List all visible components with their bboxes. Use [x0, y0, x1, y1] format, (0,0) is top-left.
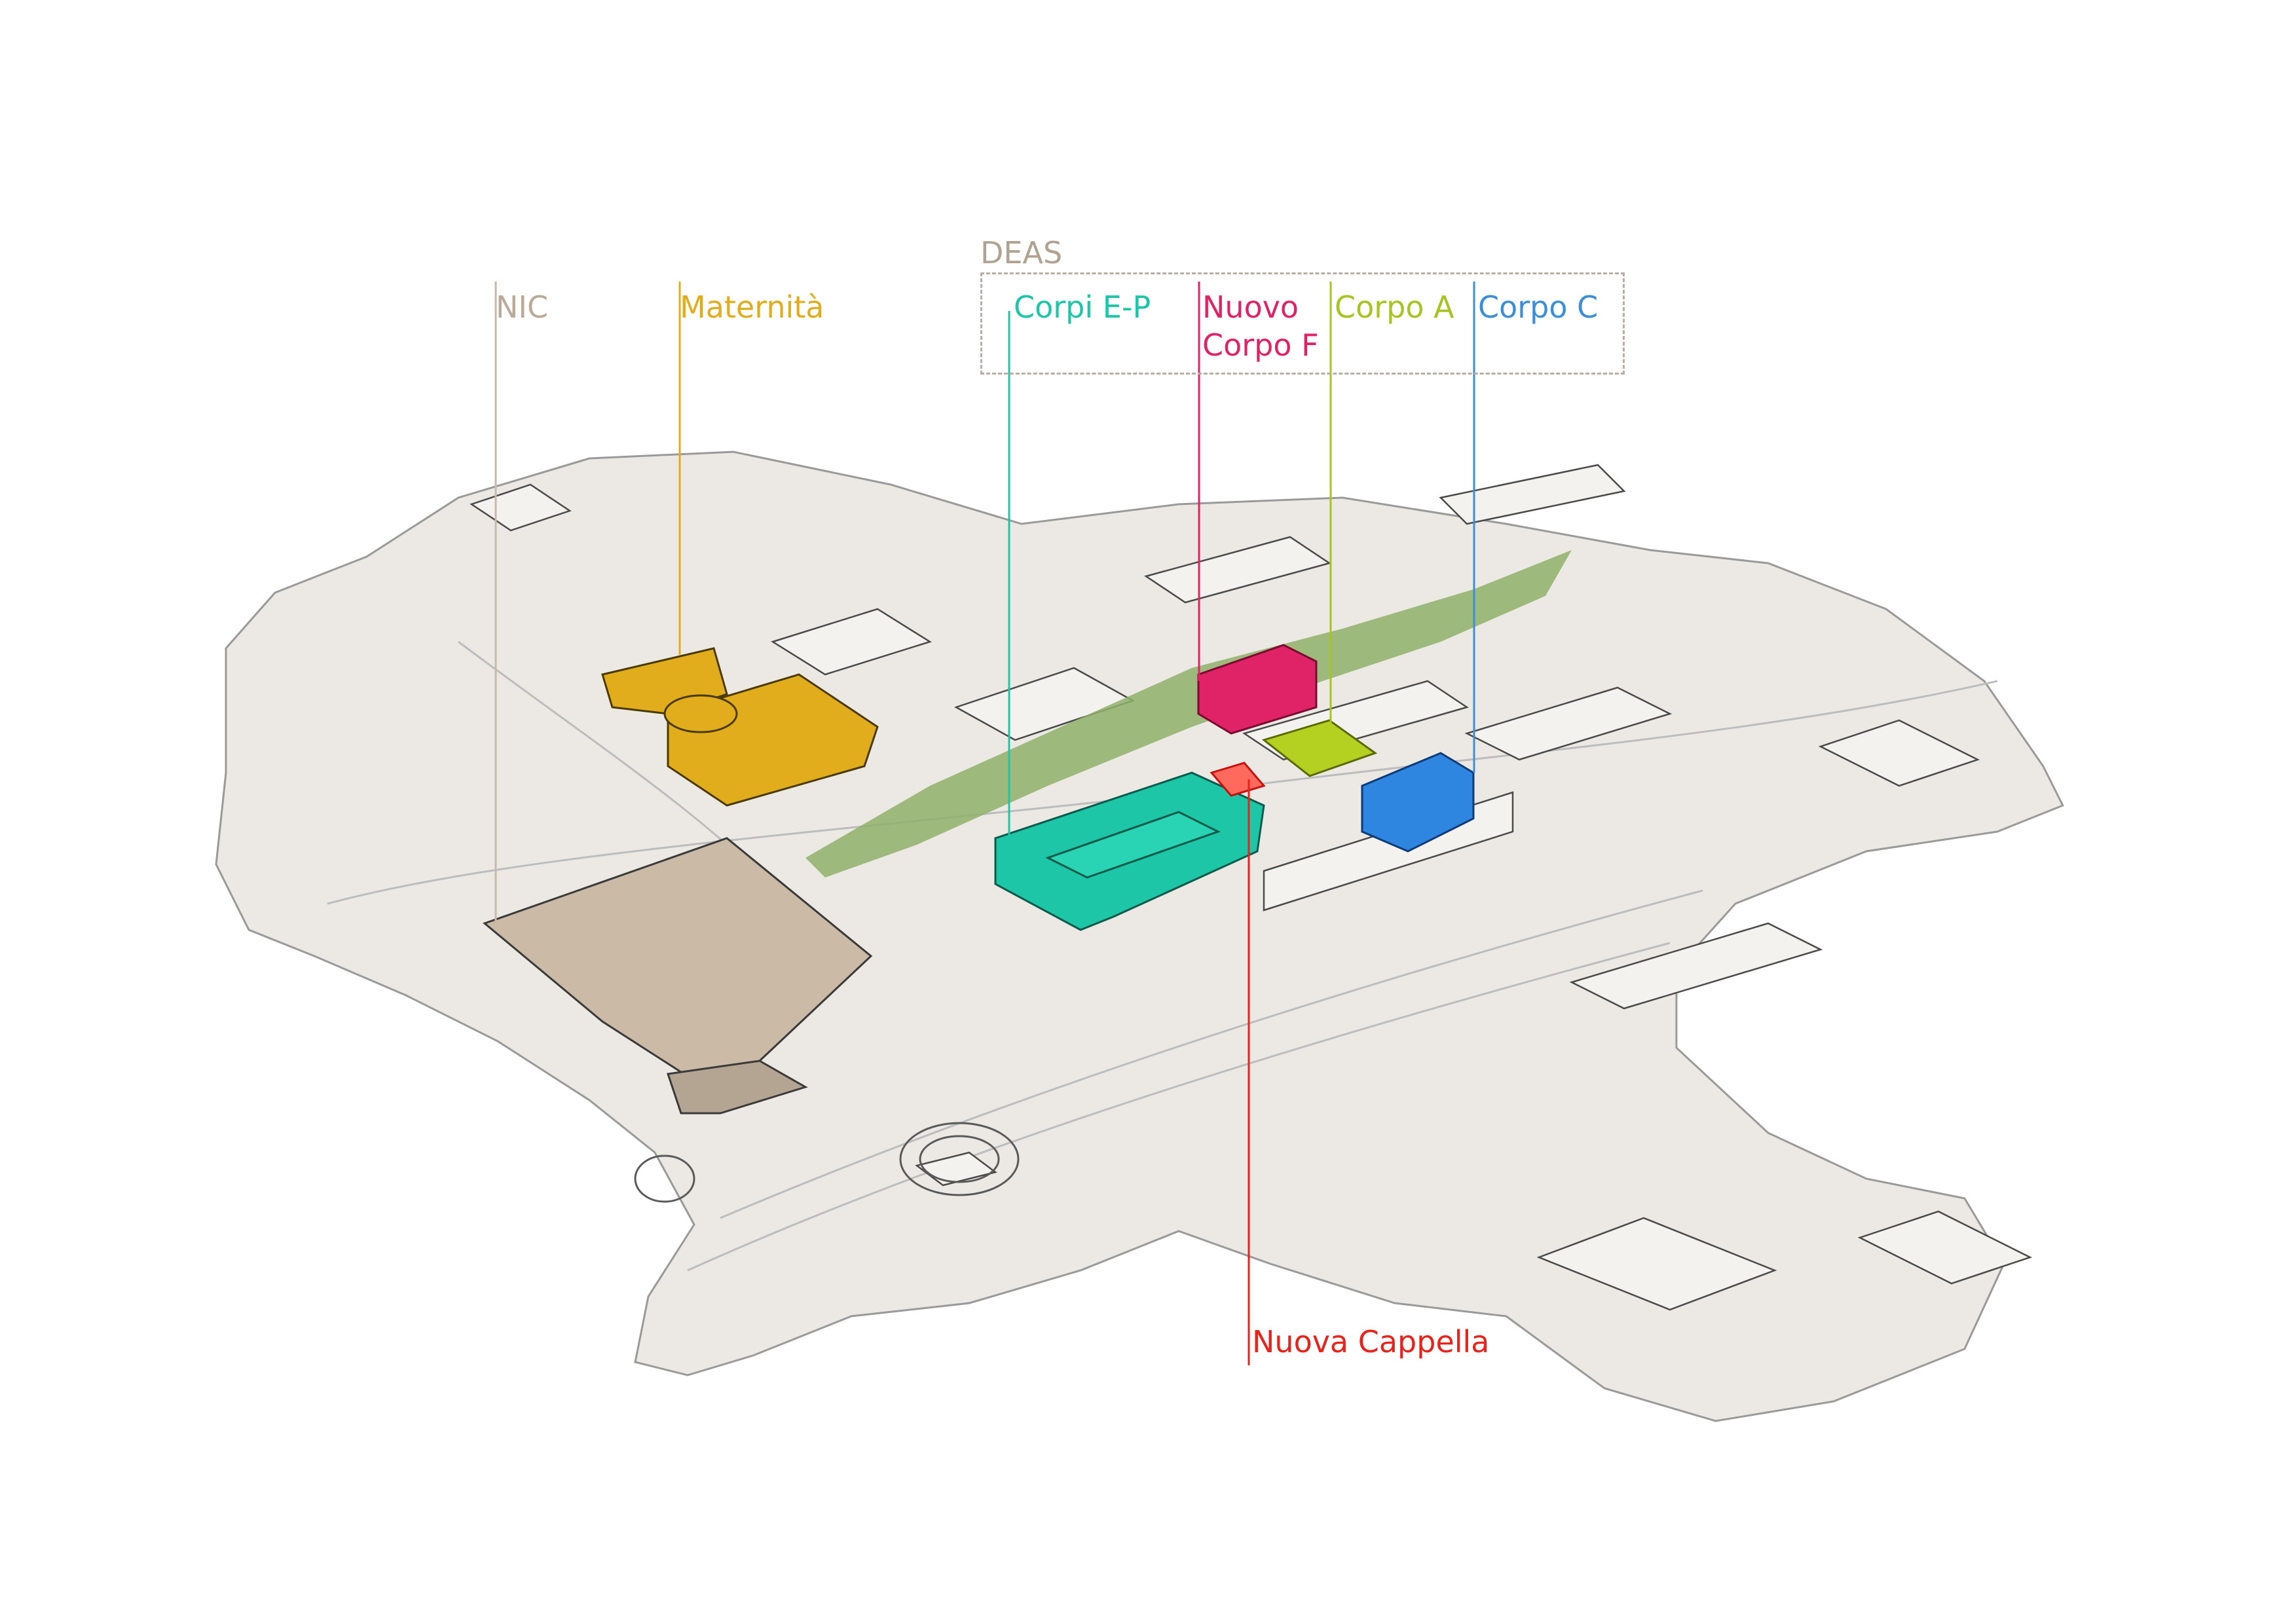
deas-label: DEAS: [980, 235, 1063, 270]
corpi-ep-label: Corpi E-P: [1014, 289, 1151, 325]
nuova-cappella-building: [1210, 762, 1266, 797]
corpo-a-label: Corpo A: [1335, 289, 1454, 325]
maternita-label: Maternità: [680, 289, 824, 325]
green-corridor: [805, 550, 1572, 877]
nic-building: [483, 837, 873, 1115]
maternita-building: [601, 647, 879, 807]
deas-group-box: [980, 272, 1625, 375]
corpo-a-building: [1261, 719, 1378, 777]
corpo-c-building: [1361, 752, 1475, 853]
nuovo-corpo-f-building: [1197, 644, 1318, 735]
nic-label: NIC: [496, 289, 549, 325]
corpo-c-label: Corpo C: [1478, 289, 1599, 325]
cappella-label: Nuova Cappella: [1252, 1324, 1490, 1359]
leader-lines: [494, 282, 1475, 1365]
roundabout: [634, 1122, 1020, 1203]
corpo-f-label: Nuovo Corpo F: [1202, 289, 1319, 363]
background-buildings: [470, 464, 2033, 1311]
corpi-ep-building: [994, 771, 1265, 931]
